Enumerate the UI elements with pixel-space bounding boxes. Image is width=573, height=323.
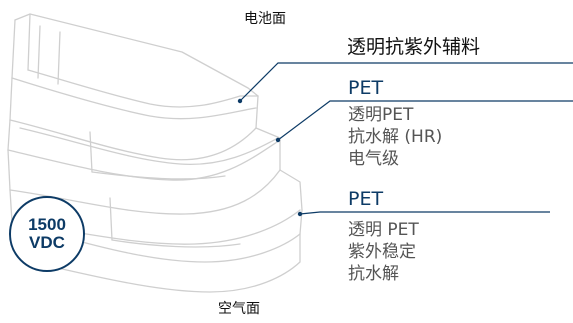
leader-lines bbox=[239, 62, 573, 215]
layer-2-property: 电气级 bbox=[348, 149, 399, 169]
layer-middle-sheet bbox=[7, 119, 281, 215]
leader-line-middle bbox=[277, 100, 573, 141]
voltage-value: 1500 bbox=[28, 215, 66, 234]
layer-3-property: 紫外稳定 bbox=[348, 242, 416, 262]
leader-dot-middle bbox=[275, 137, 281, 143]
layer-2-properties: 透明PET 抗水解 (HR) 电气级 bbox=[348, 104, 442, 170]
air-side-label: 空气面 bbox=[218, 301, 260, 317]
leader-dots bbox=[237, 98, 303, 217]
layer-2-title: PET bbox=[348, 77, 384, 99]
layer-2-property: 透明PET bbox=[348, 105, 414, 125]
layer-3-title: PET bbox=[348, 188, 384, 210]
layer-top-sheet bbox=[9, 13, 259, 161]
voltage-badge: 1500 VDC bbox=[9, 196, 85, 272]
leader-dot-bottom bbox=[297, 211, 303, 217]
layer-3-property: 抗水解 bbox=[348, 264, 399, 284]
leader-line-top bbox=[239, 62, 573, 102]
layer-3-property: 透明 PET bbox=[348, 220, 419, 240]
voltage-unit: VDC bbox=[29, 233, 65, 252]
leader-line-bottom bbox=[299, 211, 550, 215]
leader-dot-top bbox=[237, 98, 243, 104]
layer-1-title: 透明抗紫外辅料 bbox=[347, 36, 481, 58]
battery-side-label: 电池面 bbox=[244, 11, 286, 27]
layer-2-property: 抗水解 (HR) bbox=[348, 127, 443, 147]
layer-3-properties: 透明 PET 紫外稳定 抗水解 bbox=[348, 219, 419, 285]
